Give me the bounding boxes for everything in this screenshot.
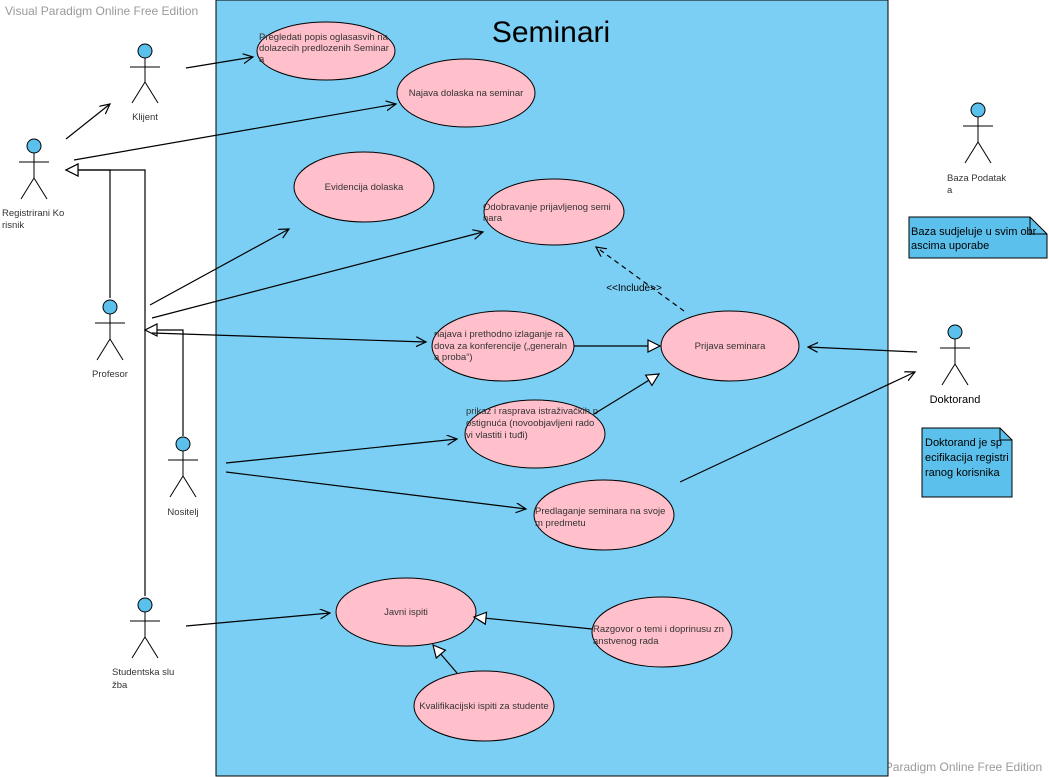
actor-baza-label-2: a bbox=[947, 185, 953, 196]
usecase-javni[interactable]: Javni ispiti bbox=[335, 577, 477, 647]
actor-klijent[interactable] bbox=[130, 43, 160, 104]
usecase-predlaganje-line-2: m predmetu bbox=[535, 518, 586, 529]
actor-registrirani-label-2: risnik bbox=[2, 220, 24, 231]
assoc-nositelj-prikaz[interactable] bbox=[225, 439, 457, 464]
assoc-doktorand-prijava[interactable] bbox=[808, 347, 918, 353]
actor-doktorand-label: Doktorand bbox=[930, 394, 981, 406]
assoc-nositelj-predlaganje[interactable] bbox=[225, 471, 526, 509]
usecase-razgovor-line-1: Razgovor o temi i doprinusu zn bbox=[593, 624, 724, 635]
generalization-prikaz-prijava[interactable] bbox=[593, 373, 661, 415]
note-baza-line-2: ascima uporabe bbox=[911, 240, 989, 252]
note-doktorand-line-3: ranog korisnika bbox=[925, 467, 1000, 479]
system-boundary[interactable] bbox=[215, 0, 889, 777]
usecase-predlaganje-line-1: Predlaganje seminara na svoje bbox=[535, 506, 665, 517]
usecase-odobravanje-line-2: nara bbox=[483, 213, 503, 224]
include-stereotype-label: <<Include>> bbox=[606, 283, 662, 294]
usecase-najava-izlaganje-line-2: dova za konferencije („generaln bbox=[434, 341, 567, 352]
actor-registrirani-label-1: Registrirani Ko bbox=[2, 208, 64, 219]
actor-registrirani[interactable] bbox=[19, 138, 49, 200]
actor-studentska-label-2: žba bbox=[112, 680, 128, 691]
actor-klijent-label: Klijent bbox=[132, 112, 158, 123]
actor-profesor-label: Profesor bbox=[92, 369, 128, 380]
generalization-razgovor-javni[interactable] bbox=[472, 611, 593, 630]
usecase-pregledati-line-2: dolazecih predlozenih Seminar bbox=[259, 43, 389, 54]
usecase-najava-dolaska-label: Najava dolaska na seminar bbox=[409, 88, 524, 99]
actor-nositelj-label: Nositelj bbox=[167, 507, 198, 518]
usecase-odobravanje[interactable]: Odobravanje prijavljenog semi nara bbox=[483, 178, 625, 246]
note-doktorand[interactable]: Doktorand je sp ecifikacija registri ran… bbox=[921, 427, 1013, 498]
note-baza-line-1: Baza sudjeluje u svim obr bbox=[911, 226, 1037, 238]
usecase-evidencija[interactable]: Evidencija dolaska bbox=[293, 151, 435, 223]
usecase-odobravanje-line-1: Odobravanje prijavljenog semi bbox=[483, 202, 611, 213]
usecase-evidencija-label: Evidencija dolaska bbox=[325, 182, 404, 193]
actor-doktorand[interactable] bbox=[940, 324, 970, 386]
actor-profesor[interactable] bbox=[95, 299, 125, 361]
generalization-profesor-registrirani[interactable] bbox=[64, 163, 111, 298]
assoc-studentska-javni[interactable] bbox=[185, 613, 330, 627]
assoc-registrirani-klijent[interactable] bbox=[65, 104, 110, 140]
note-doktorand-line-1: Doktorand je sp bbox=[925, 437, 1002, 449]
watermark-bottom: Visual Paradigm Online Free Edition bbox=[849, 760, 1042, 774]
usecase-prijava[interactable]: Prijava seminara bbox=[660, 310, 800, 382]
usecase-pregledati[interactable]: Pregledati popis oglasasvih na dolazecih… bbox=[256, 21, 396, 81]
usecase-kvalifikacijski-label: Kvalifikacijski ispiti za studente bbox=[419, 701, 548, 712]
assoc-klijent-pregledati[interactable] bbox=[185, 57, 253, 69]
usecase-razgovor[interactable]: Razgovor o temi i doprinusu zn anstvenog… bbox=[591, 596, 733, 668]
usecase-prikaz-line-2: ostignuća (novoobjavljeni rado bbox=[466, 418, 594, 429]
assoc-profesor-evidencija[interactable] bbox=[149, 229, 289, 306]
usecase-prikaz-line-1: prikaz i rasprava istraživačkih p bbox=[466, 406, 598, 417]
usecase-najava-dolaska[interactable]: Najava dolaska na seminar bbox=[396, 58, 536, 128]
note-baza[interactable]: Baza sudjeluje u svim obr ascima uporabe bbox=[908, 216, 1048, 259]
generalization-kvalifikacijski-javni[interactable] bbox=[432, 643, 458, 674]
actor-baza-label-1: Baza Podatak bbox=[947, 173, 1006, 184]
usecase-najava-izlaganje[interactable]: najava i prethodno izlaganje ra dova za … bbox=[431, 310, 575, 382]
actor-nositelj[interactable] bbox=[168, 436, 198, 498]
usecase-prikaz-line-3: vi vlastiti i tuđi) bbox=[466, 430, 528, 441]
usecase-najava-izlaganje-line-3: a proba“) bbox=[434, 352, 473, 363]
usecase-kvalifikacijski[interactable]: Kvalifikacijski ispiti za studente bbox=[413, 670, 555, 742]
generalization-studentska-registrirani[interactable] bbox=[64, 163, 146, 596]
actor-studentska[interactable] bbox=[130, 597, 160, 659]
assoc-predlaganje-doktorand[interactable] bbox=[679, 372, 915, 483]
usecase-prikaz[interactable]: prikaz i rasprava istraživačkih p ostign… bbox=[464, 399, 606, 469]
usecase-javni-label: Javni ispiti bbox=[384, 607, 428, 618]
watermark-top: Visual Paradigm Online Free Edition bbox=[5, 4, 198, 18]
system-title: Seminari bbox=[492, 16, 610, 49]
usecase-razgovor-line-2: anstvenog rada bbox=[593, 636, 659, 647]
generalization-nositelj-profesor[interactable] bbox=[143, 323, 184, 436]
assoc-profesor-odobravanje[interactable] bbox=[151, 232, 483, 319]
usecase-pregledati-line-3: a bbox=[259, 54, 265, 65]
usecase-pregledati-line-1: Pregledati popis oglasasvih na bbox=[259, 32, 389, 43]
usecase-prijava-label: Prijava seminara bbox=[695, 341, 766, 352]
assoc-profesor-najava-izlaganje[interactable] bbox=[151, 332, 426, 342]
assoc-registrirani-najava-dolaska[interactable] bbox=[73, 104, 396, 161]
usecase-najava-izlaganje-line-1: najava i prethodno izlaganje ra bbox=[434, 329, 564, 340]
note-doktorand-line-2: ecifikacija registri bbox=[925, 452, 1009, 464]
usecase-predlaganje[interactable]: Predlaganje seminara na svoje m predmetu bbox=[533, 479, 675, 551]
actor-baza[interactable] bbox=[963, 102, 993, 164]
include-prijava-odobravanje[interactable] bbox=[596, 247, 685, 312]
actor-studentska-label-1: Studentska slu bbox=[112, 667, 174, 678]
